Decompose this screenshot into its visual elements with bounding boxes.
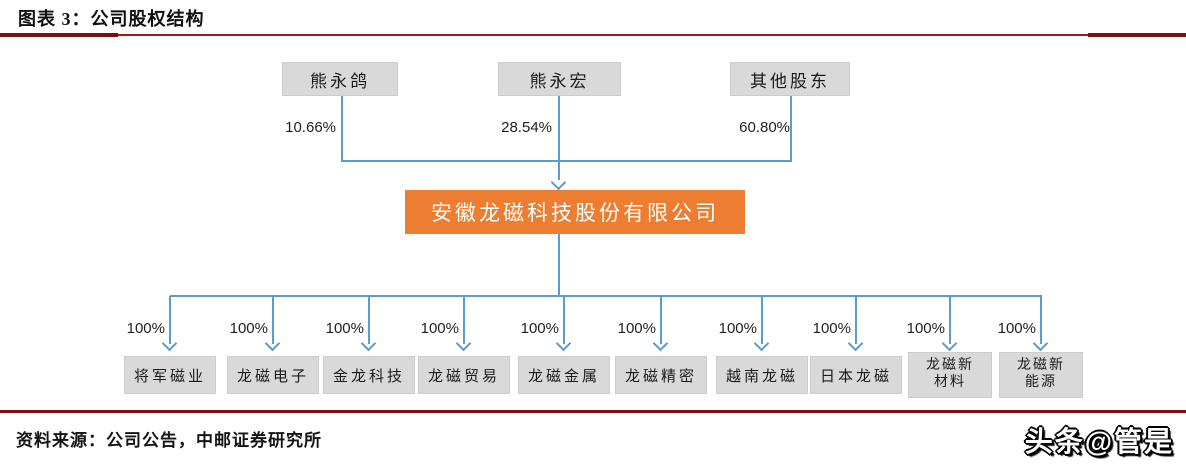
arrow-down-icon	[555, 335, 572, 352]
shareholder-name: 熊永宏	[529, 71, 590, 91]
ownership-percent-label: 100%	[520, 320, 559, 337]
header-rule	[0, 34, 1186, 36]
arrow-down-icon	[360, 335, 377, 352]
connector-line	[558, 96, 560, 180]
subsidiary-name: 龙磁电子	[236, 368, 309, 385]
ownership-percent-label: 10.66%	[285, 119, 336, 136]
arrow-down-icon	[1032, 335, 1049, 352]
subsidiary-box: 龙磁电子	[227, 356, 319, 394]
subsidiary-box: 龙磁精密	[615, 356, 707, 394]
figure-title: 图表 3：公司股权结构	[18, 9, 205, 29]
subsidiary-column: 100% 龙磁新材料	[898, 296, 1002, 402]
company-name: 安徽龙磁科技股份有限公司	[431, 201, 719, 225]
header-rule-accent-left	[0, 33, 118, 37]
arrow-down-icon	[455, 335, 472, 352]
ownership-percent-label: 100%	[126, 320, 165, 337]
connector-line	[949, 296, 951, 344]
connector-line	[790, 96, 792, 162]
subsidiary-box: 日本龙磁	[810, 356, 902, 394]
subsidiary-column: 100% 金龙科技	[317, 296, 421, 402]
subsidiary-column: 100% 龙磁新能源	[989, 296, 1093, 402]
connector-line	[855, 296, 857, 344]
header-rule-accent-right	[1088, 33, 1186, 37]
subsidiary-box: 将军磁业	[124, 356, 216, 394]
connector-line	[761, 296, 763, 344]
subsidiary-name: 金龙科技	[332, 368, 405, 385]
subsidiary-box: 龙磁金属	[518, 356, 610, 394]
subsidiary-name: 日本龙磁	[819, 368, 892, 385]
ownership-percent-label: 100%	[718, 320, 757, 337]
ownership-percent-label: 100%	[997, 320, 1036, 337]
arrow-down-icon	[941, 335, 958, 352]
connector-line	[272, 296, 274, 344]
connector-line	[170, 295, 1042, 297]
arrow-down-icon	[847, 335, 864, 352]
arrow-down-icon	[550, 174, 567, 191]
shareholder-name: 其他股东	[750, 71, 830, 91]
arrow-down-icon	[652, 335, 669, 352]
ownership-percent-label: 100%	[617, 320, 656, 337]
shareholder-name: 熊永鸽	[310, 71, 370, 91]
subsidiary-column: 100% 龙磁贸易	[412, 296, 516, 402]
subsidiary-name: 越南龙磁	[725, 368, 798, 385]
subsidiary-box: 龙磁新材料	[908, 352, 992, 398]
connector-line	[558, 234, 560, 296]
ownership-percent-label: 100%	[812, 320, 851, 337]
shareholder-box: 熊永鸽	[282, 62, 398, 96]
connector-line	[341, 96, 343, 162]
connector-line	[368, 296, 370, 344]
subsidiary-column: 100% 越南龙磁	[710, 296, 814, 402]
connector-line	[563, 296, 565, 344]
connector-line	[169, 296, 171, 344]
subsidiary-name: 龙磁金属	[527, 368, 600, 385]
arrow-down-icon	[264, 335, 281, 352]
subsidiary-name: 龙磁精密	[624, 368, 697, 385]
subsidiary-name: 龙磁新材料	[926, 358, 974, 390]
company-box: 安徽龙磁科技股份有限公司	[405, 190, 745, 234]
subsidiary-column: 100% 龙磁金属	[512, 296, 616, 402]
ownership-percent-label: 28.54%	[501, 119, 552, 136]
subsidiary-column: 100% 日本龙磁	[804, 296, 908, 402]
footer-rule	[0, 410, 1186, 413]
source-note: 资料来源：公司公告，中邮证券研究所	[16, 431, 322, 450]
subsidiary-box: 越南龙磁	[716, 356, 808, 394]
connector-line	[1040, 296, 1042, 344]
subsidiary-column: 100% 龙磁电子	[221, 296, 325, 402]
subsidiary-box: 金龙科技	[323, 356, 415, 394]
subsidiary-name: 龙磁贸易	[427, 368, 500, 385]
arrow-down-icon	[753, 335, 770, 352]
subsidiary-name: 将军磁业	[133, 368, 206, 385]
subsidiary-column: 100% 龙磁精密	[609, 296, 713, 402]
subsidiary-box: 龙磁新能源	[999, 352, 1083, 398]
ownership-percent-label: 100%	[420, 320, 459, 337]
connector-line	[341, 160, 792, 162]
ownership-percent-label: 100%	[229, 320, 268, 337]
connector-line	[463, 296, 465, 344]
ownership-percent-label: 100%	[906, 320, 945, 337]
connector-line	[660, 296, 662, 344]
watermark: 头条@管是	[1024, 426, 1174, 457]
subsidiary-column: 100% 将军磁业	[118, 296, 222, 402]
subsidiary-name: 龙磁新能源	[1017, 358, 1065, 390]
shareholder-box: 其他股东	[730, 62, 850, 96]
subsidiary-box: 龙磁贸易	[418, 356, 510, 394]
ownership-percent-label: 60.80%	[739, 119, 790, 136]
shareholder-box: 熊永宏	[498, 62, 621, 96]
ownership-percent-label: 100%	[325, 320, 364, 337]
arrow-down-icon	[161, 335, 178, 352]
